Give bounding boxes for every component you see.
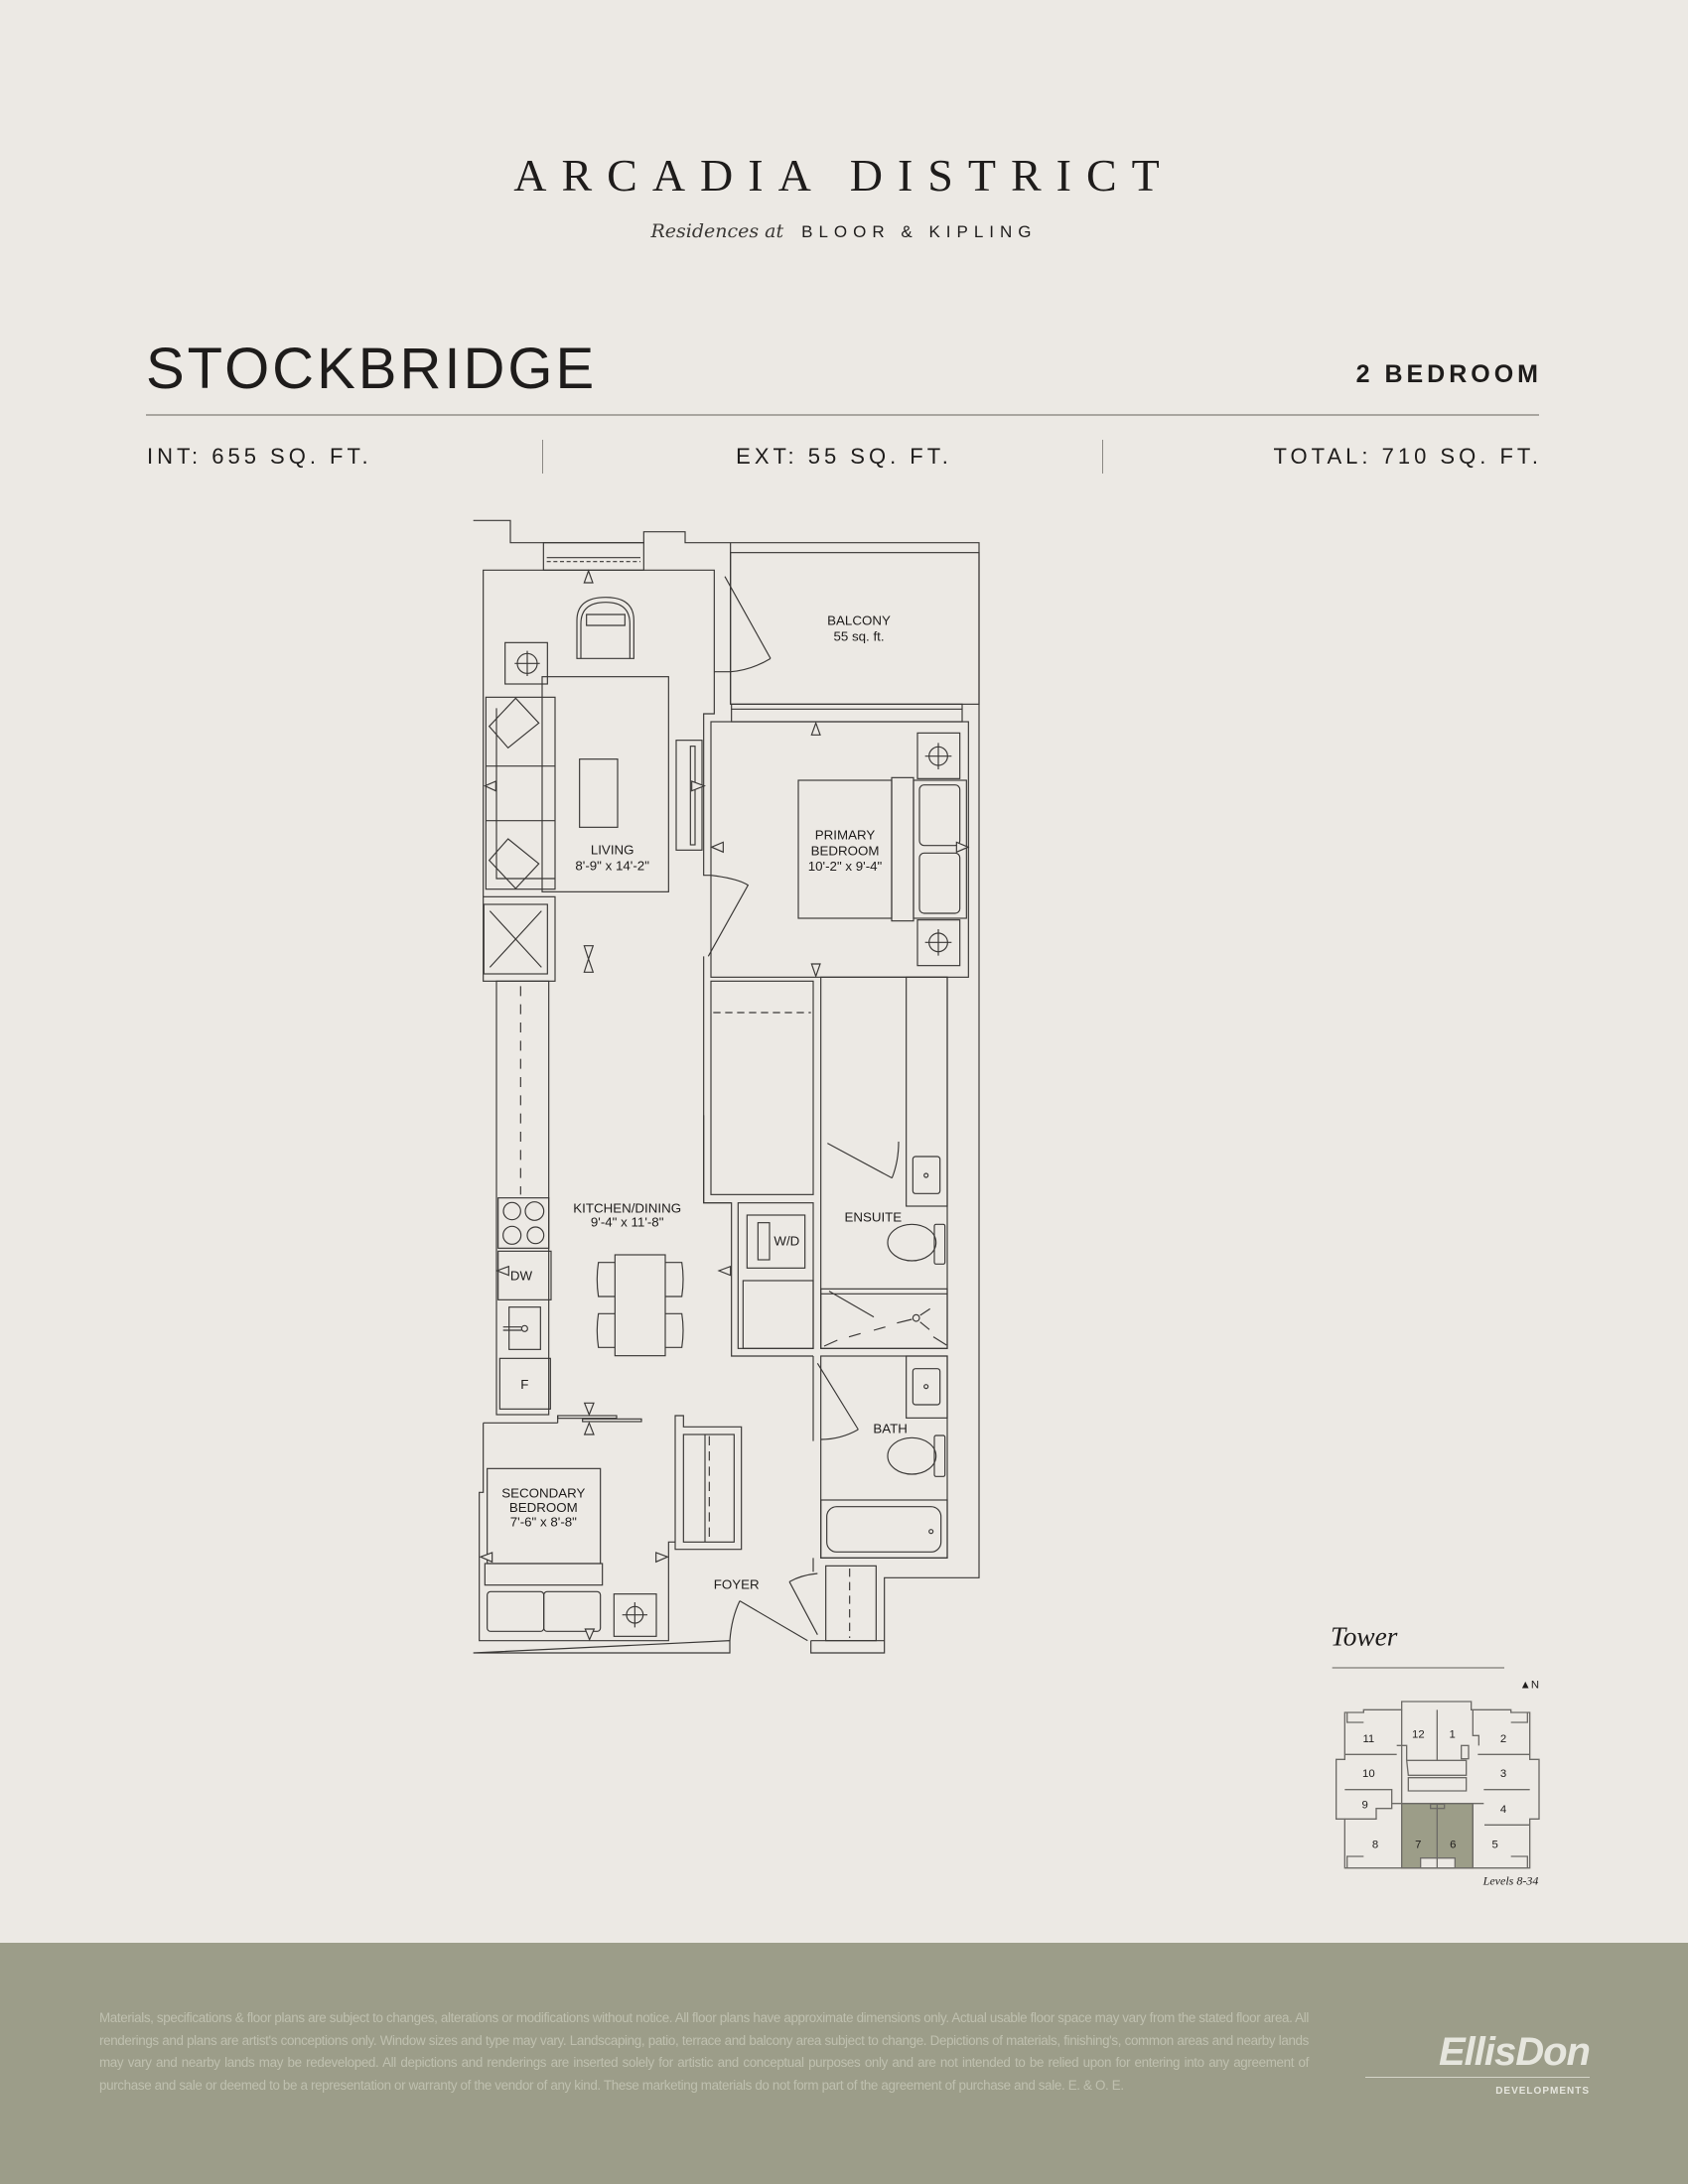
wd-label: W/D <box>774 1234 799 1249</box>
disclaimer-text: Materials, specifications & floor plans … <box>99 2010 1309 2093</box>
sofa <box>485 696 556 890</box>
secondary-label: SECONDARY <box>501 1486 585 1501</box>
brand-subtitle: Residences at BLOOR & KIPLING <box>0 220 1688 242</box>
footer <box>0 1943 1688 2184</box>
balcony-size: 55 sq. ft. <box>833 628 884 643</box>
bathtub <box>820 1499 948 1559</box>
secondary-size: 7'-6" x 8'-8" <box>510 1514 577 1529</box>
balcony-door <box>724 576 772 673</box>
toilet <box>887 1436 937 1475</box>
living-wall <box>483 569 715 897</box>
foyer-label: FOYER <box>714 1577 760 1592</box>
living-label: LIVING <box>591 843 634 858</box>
logo-name: EllisDon <box>1438 2030 1591 2074</box>
shower <box>820 1288 948 1349</box>
primary-label: PRIMARY <box>815 828 876 843</box>
side-table <box>504 641 548 685</box>
north-indicator: ▲N <box>1520 1680 1539 1692</box>
primary-label-2: BEDROOM <box>811 843 880 858</box>
nightstand <box>613 1593 657 1637</box>
bedroom-door <box>707 875 750 957</box>
unit-type: 2 BEDROOM <box>1355 360 1542 388</box>
bath-label: BATH <box>873 1421 908 1435</box>
area-divider <box>542 440 543 474</box>
window <box>542 542 644 571</box>
tower-keyplan: Tower ▲N 11 12 1 2 10 3 9 4 8 7 6 5 Leve… <box>1331 1621 1540 1887</box>
unit-1: 1 <box>1450 1729 1456 1741</box>
sink <box>508 1306 541 1350</box>
unit-12: 12 <box>1412 1729 1425 1741</box>
header-divider <box>146 414 1539 416</box>
coffee-table <box>579 758 619 828</box>
levels-label: Levels 8-34 <box>1482 1873 1539 1887</box>
keyplan-title: Tower <box>1331 1621 1398 1651</box>
area-divider <box>1102 440 1103 474</box>
kitchen-label: KITCHEN/DINING <box>573 1200 681 1215</box>
dishwasher <box>497 1250 552 1300</box>
pillow <box>488 697 540 750</box>
fridge <box>498 1357 551 1410</box>
floor-plan: BALCONY 55 sq. ft. LIVING 8'-9" x 14'-2"… <box>473 519 980 1654</box>
dining-table <box>614 1254 666 1357</box>
fridge-label: F <box>520 1377 528 1392</box>
washer-dryer <box>746 1214 806 1269</box>
stove <box>497 1197 550 1249</box>
living-size: 8'-9" x 14'-2" <box>575 858 649 873</box>
armchair <box>576 597 634 659</box>
bath-door <box>812 1356 859 1572</box>
logo-sub: DEVELOPMENTS <box>1495 2086 1590 2097</box>
ensuite-outline <box>820 976 948 1349</box>
entry-door <box>729 1600 808 1642</box>
brand-logo-title: ARCADIA DISTRICT <box>513 150 1175 201</box>
interior-area: INT: 655 SQ. FT. <box>147 444 372 469</box>
secondary-label-2: BEDROOM <box>509 1500 578 1515</box>
dishwasher-label: DW <box>510 1269 533 1284</box>
unit-5: 5 <box>1492 1840 1498 1851</box>
window <box>731 703 963 723</box>
tv <box>689 746 696 846</box>
total-area: TOTAL: 710 SQ. FT. <box>1273 444 1542 469</box>
unit-8: 8 <box>1372 1840 1378 1851</box>
unit-6: 6 <box>1450 1840 1456 1851</box>
unit-10: 10 <box>1362 1768 1375 1780</box>
unit-4: 4 <box>1500 1804 1506 1816</box>
toilet <box>887 1223 937 1262</box>
unit-7: 7 <box>1415 1840 1421 1851</box>
unit-9: 9 <box>1362 1800 1368 1812</box>
unit-3: 3 <box>1500 1768 1506 1780</box>
window-markers <box>483 569 970 979</box>
unit-2: 2 <box>1500 1733 1506 1745</box>
tv-console <box>675 740 703 851</box>
location-text: BLOOR & KIPLING <box>801 222 1038 241</box>
closet-door <box>788 1572 818 1635</box>
exterior-wall <box>473 519 980 1654</box>
script-prefix: Residences at <box>650 220 784 242</box>
ensuite-label: ENSUITE <box>844 1210 902 1225</box>
rug <box>541 676 669 892</box>
sliding-door <box>557 1415 618 1420</box>
balcony-outline <box>730 552 980 705</box>
pillow <box>488 838 540 889</box>
ellisdon-logo: EllisDon DEVELOPMENTS <box>1365 2030 1591 2097</box>
exterior-area: EXT: 55 SQ. FT. <box>736 444 952 469</box>
unit-11: 11 <box>1362 1733 1374 1745</box>
primary-size: 10'-2" x 9'-4" <box>808 859 883 874</box>
ensuite-door <box>827 1141 900 1179</box>
balcony-label: BALCONY <box>827 614 891 628</box>
kitchen-size: 9'-4" x 11'-8" <box>591 1215 664 1230</box>
unit-name: STOCKBRIDGE <box>146 337 598 401</box>
logo-rule <box>1365 2077 1590 2078</box>
